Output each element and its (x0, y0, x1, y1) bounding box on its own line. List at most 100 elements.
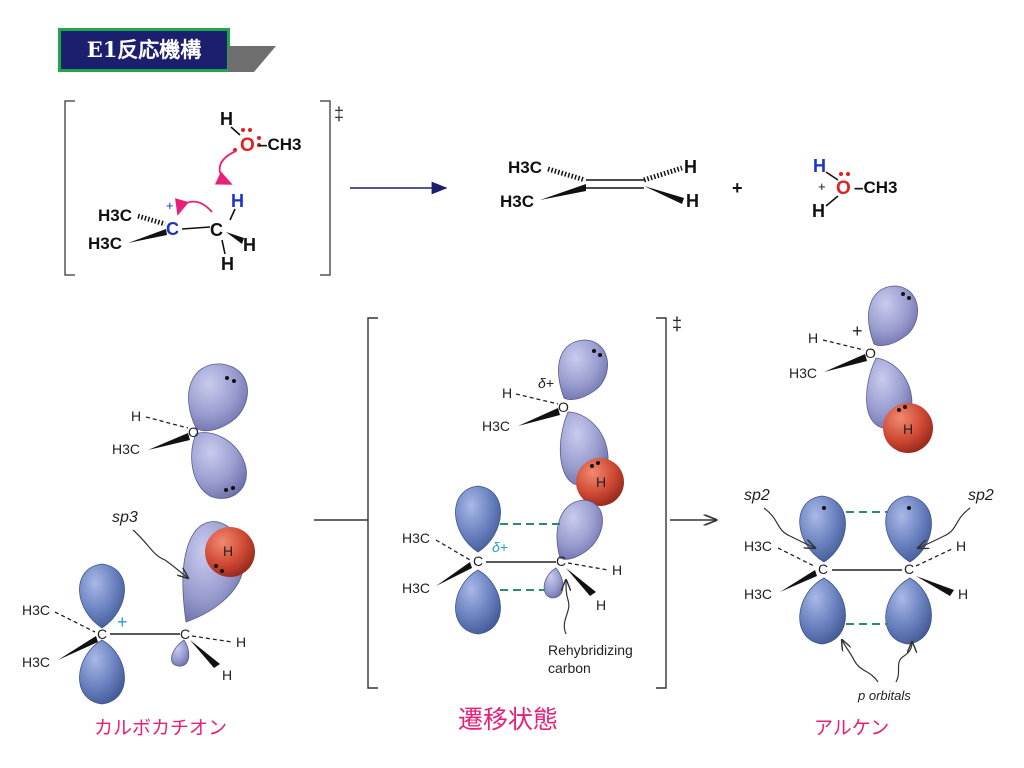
ts-c-b: C (556, 553, 566, 569)
h-right-top: H (243, 235, 256, 255)
ts-wedge-c-a (436, 562, 472, 586)
caption-alkene: アルケン (814, 717, 890, 739)
oxonium-h-o-bottom (825, 195, 839, 207)
ts-bracket-left (367, 317, 378, 689)
methanol-hashed-h (145, 416, 189, 429)
ts-h3c-o: H3C (482, 418, 510, 434)
ts-c-lobe (556, 499, 603, 560)
alkene-h-lower: H (686, 191, 699, 211)
methanol-h: H (131, 408, 141, 424)
r-h3c-b: H3C (744, 586, 772, 602)
oxonium-h-o-top (825, 171, 839, 181)
methanol-h3c: H3C (112, 441, 140, 457)
r-wedge-c-b (916, 576, 954, 596)
double-dagger-top: ‡ (334, 104, 344, 124)
ts-delta-o: δ+ (538, 375, 554, 391)
oxonium-h-top: H (813, 156, 826, 176)
plus-cation-left: + (117, 612, 128, 632)
alkene-hashed-right (643, 165, 683, 183)
ts-h-b: H (596, 597, 606, 613)
r-hashed-c-a (777, 547, 815, 567)
wedge-h-right-top (226, 232, 244, 244)
caption-carbocation: カルボカチオン (94, 717, 228, 739)
h-b-left: H (222, 667, 232, 683)
ts-wedge-c-b (566, 568, 596, 596)
methanol-wedge (148, 433, 190, 450)
h-leaving-top: H (231, 191, 244, 211)
r-plus: + (852, 321, 863, 341)
ts-hashed-c-b (567, 562, 609, 571)
alkene-wedge-left (540, 184, 586, 200)
wedge-left-h (190, 640, 220, 668)
ts-h3c-a: H3C (402, 530, 430, 546)
curved-arrow-bond-shift (175, 198, 213, 216)
r-sp2-right: sp2 (968, 487, 994, 504)
ts-p-lobe-upper (455, 485, 501, 553)
h-ball-left-label: H (223, 543, 233, 559)
ts-o-dots (592, 349, 602, 357)
ts-bracket-right (656, 317, 667, 689)
h-o-bond (230, 126, 241, 136)
h3c-upper-left: H3C (22, 602, 50, 618)
h3c-lower-top: H3C (88, 234, 122, 253)
oxonium-ch3: –CH3 (854, 178, 897, 197)
title-shadow-tab (228, 46, 276, 72)
c-cation-left: C (97, 626, 107, 642)
sp3-lobe-small (171, 639, 190, 667)
carbocation-orbital-model: H O H3C H sp3 C + H3C H3C C H H (22, 363, 255, 705)
r-p-dots (822, 506, 911, 510)
ts-o: O (558, 399, 569, 415)
ts-h-a: H (612, 562, 622, 578)
ts-c-a: C (473, 553, 483, 569)
r-c-a: C (818, 561, 828, 577)
r-h-ball (883, 403, 933, 453)
hashed-bond-top (137, 213, 166, 227)
r-o-dots (901, 292, 911, 300)
sp3-label: sp3 (112, 509, 138, 526)
methanol-dots (224, 376, 236, 492)
r-p-lobe-lower-b (885, 577, 932, 645)
r-p-pointer-right (895, 642, 912, 683)
alkene-h-upper: H (684, 157, 697, 177)
h-methanol-top: H (220, 109, 233, 129)
alkene-h3c-lower: H3C (500, 192, 534, 211)
ts-wedge-o (518, 408, 560, 426)
ts-double-dagger: ‡ (672, 314, 682, 334)
wedge-left-lower (58, 636, 98, 660)
oxonium-o: O (836, 178, 851, 199)
plus-sign-products: + (732, 178, 743, 198)
r-h-a: H (956, 538, 966, 554)
r-p-lobe-upper-b (885, 495, 932, 563)
h-ball-left (205, 527, 255, 577)
c-h-leaving-bond (229, 208, 236, 221)
r-o: O (865, 345, 876, 361)
r-o-lobe-upper (868, 285, 918, 346)
curved-arrow-attack (214, 150, 237, 185)
r-sp2-right-pointer (918, 507, 971, 548)
hashed-left-h (191, 635, 233, 643)
ts-delta-c: δ+ (492, 539, 508, 555)
r-wedge-o (824, 354, 867, 372)
alkene-orbital-model: H + O H3C H sp2 sp2 C C H3C H3C H (744, 285, 994, 703)
plus-cation-top: + (166, 198, 174, 213)
ts-rehyb-line2: carbon (548, 660, 591, 676)
h-ball-left-dots (214, 564, 224, 573)
wedge-bond-top (128, 229, 167, 243)
r-h-ball-label: H (903, 421, 913, 437)
p-lobe-upper-left (79, 563, 125, 629)
ts-h-ball-label: H (596, 474, 606, 490)
alkene-hashed-left (547, 166, 586, 183)
hashed-left-upper (54, 611, 96, 633)
c-beta-top: C (210, 220, 223, 240)
r-p-lobe-upper-a (799, 495, 846, 563)
c-cation-top: C (166, 219, 179, 239)
h3c-lower-left: H3C (22, 654, 50, 670)
alkene-wedge-right (644, 186, 684, 204)
ts-hashed-h-o (515, 393, 559, 405)
ts-o-lobe-upper (558, 339, 608, 400)
oxygen-top: O (240, 135, 255, 156)
h3c-upper-top: H3C (98, 206, 132, 225)
bracket-left (64, 100, 75, 276)
ts-h-ball (576, 458, 624, 506)
r-p-pointer-left (842, 640, 879, 683)
